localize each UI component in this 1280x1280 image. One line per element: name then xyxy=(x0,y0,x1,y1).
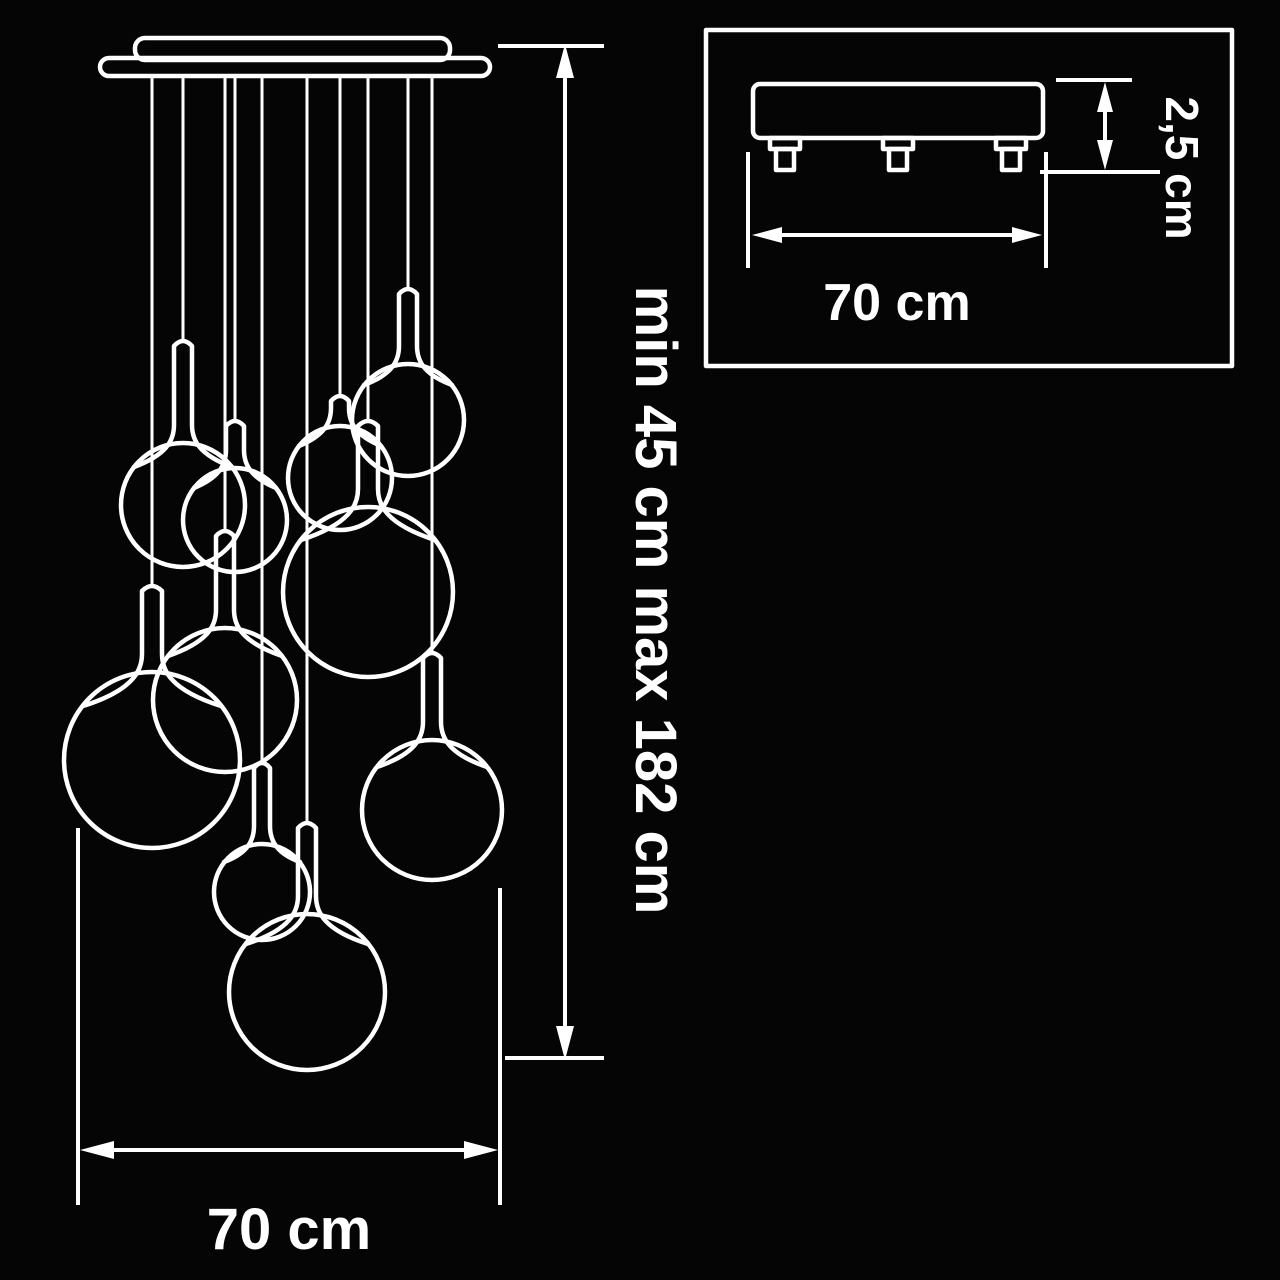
inset-canopy xyxy=(750,81,1046,173)
pendant-neck xyxy=(80,583,224,709)
pendant xyxy=(118,338,248,570)
arrow-left-icon xyxy=(752,227,782,243)
pendant-cords xyxy=(150,74,434,824)
inset-width-dimension: 70 cm xyxy=(746,152,1048,332)
pendant-neck xyxy=(165,528,285,659)
pendant-neck xyxy=(243,820,371,947)
lamp-socket xyxy=(767,135,803,173)
width-dimension-label: 70 cm xyxy=(207,1197,371,1262)
socket-stem xyxy=(773,146,797,173)
pendant-globe xyxy=(226,911,388,1073)
arrow-up-icon xyxy=(556,44,574,78)
arrow-down-icon xyxy=(1097,140,1113,170)
pendant-globe xyxy=(349,361,467,479)
pendant-globe xyxy=(61,669,243,851)
pendant-globe xyxy=(118,440,248,570)
pendant-neck xyxy=(221,760,303,865)
pendant-globe xyxy=(280,504,456,680)
pendant xyxy=(150,528,300,775)
pendant-neck xyxy=(131,338,235,470)
inset-width-dimension-label: 70 cm xyxy=(823,274,970,332)
pendant-globe xyxy=(359,737,505,883)
pendant-neck xyxy=(298,418,438,543)
socket-stem xyxy=(999,146,1023,173)
arrow-right-icon xyxy=(1012,227,1042,243)
pendant xyxy=(61,583,243,851)
pendants xyxy=(61,286,505,1073)
height-dimension: min 45 cm max 182 cm xyxy=(498,44,688,1060)
inset-panel: 70 cm 2,5 cm xyxy=(703,27,1235,369)
lamp-socket xyxy=(880,135,916,173)
arrow-right-icon xyxy=(464,1141,498,1159)
pendant xyxy=(349,286,467,479)
inset-border xyxy=(703,27,1235,369)
arrow-down-icon xyxy=(556,1026,574,1060)
arrow-left-icon xyxy=(80,1141,114,1159)
width-dimension: 70 cm xyxy=(76,828,502,1262)
canopy-base-plate xyxy=(97,55,493,79)
canopy-plate xyxy=(97,35,493,79)
inset-plate-bar xyxy=(750,81,1046,141)
height-dimension-label: min 45 cm max 182 cm xyxy=(623,286,688,915)
pendant-globe xyxy=(150,625,300,775)
pendant xyxy=(226,820,388,1073)
inset-height-dimension: 2,5 cm xyxy=(1040,78,1208,240)
pendant xyxy=(359,650,505,883)
arrow-up-icon xyxy=(1097,82,1113,112)
pendant xyxy=(280,418,456,680)
inset-height-dimension-label: 2,5 cm xyxy=(1156,96,1208,239)
pendant-neck xyxy=(374,650,490,770)
pendant-globe xyxy=(285,423,395,533)
lamp-socket xyxy=(993,135,1029,173)
pendant xyxy=(285,393,395,533)
socket-stem xyxy=(886,146,910,173)
